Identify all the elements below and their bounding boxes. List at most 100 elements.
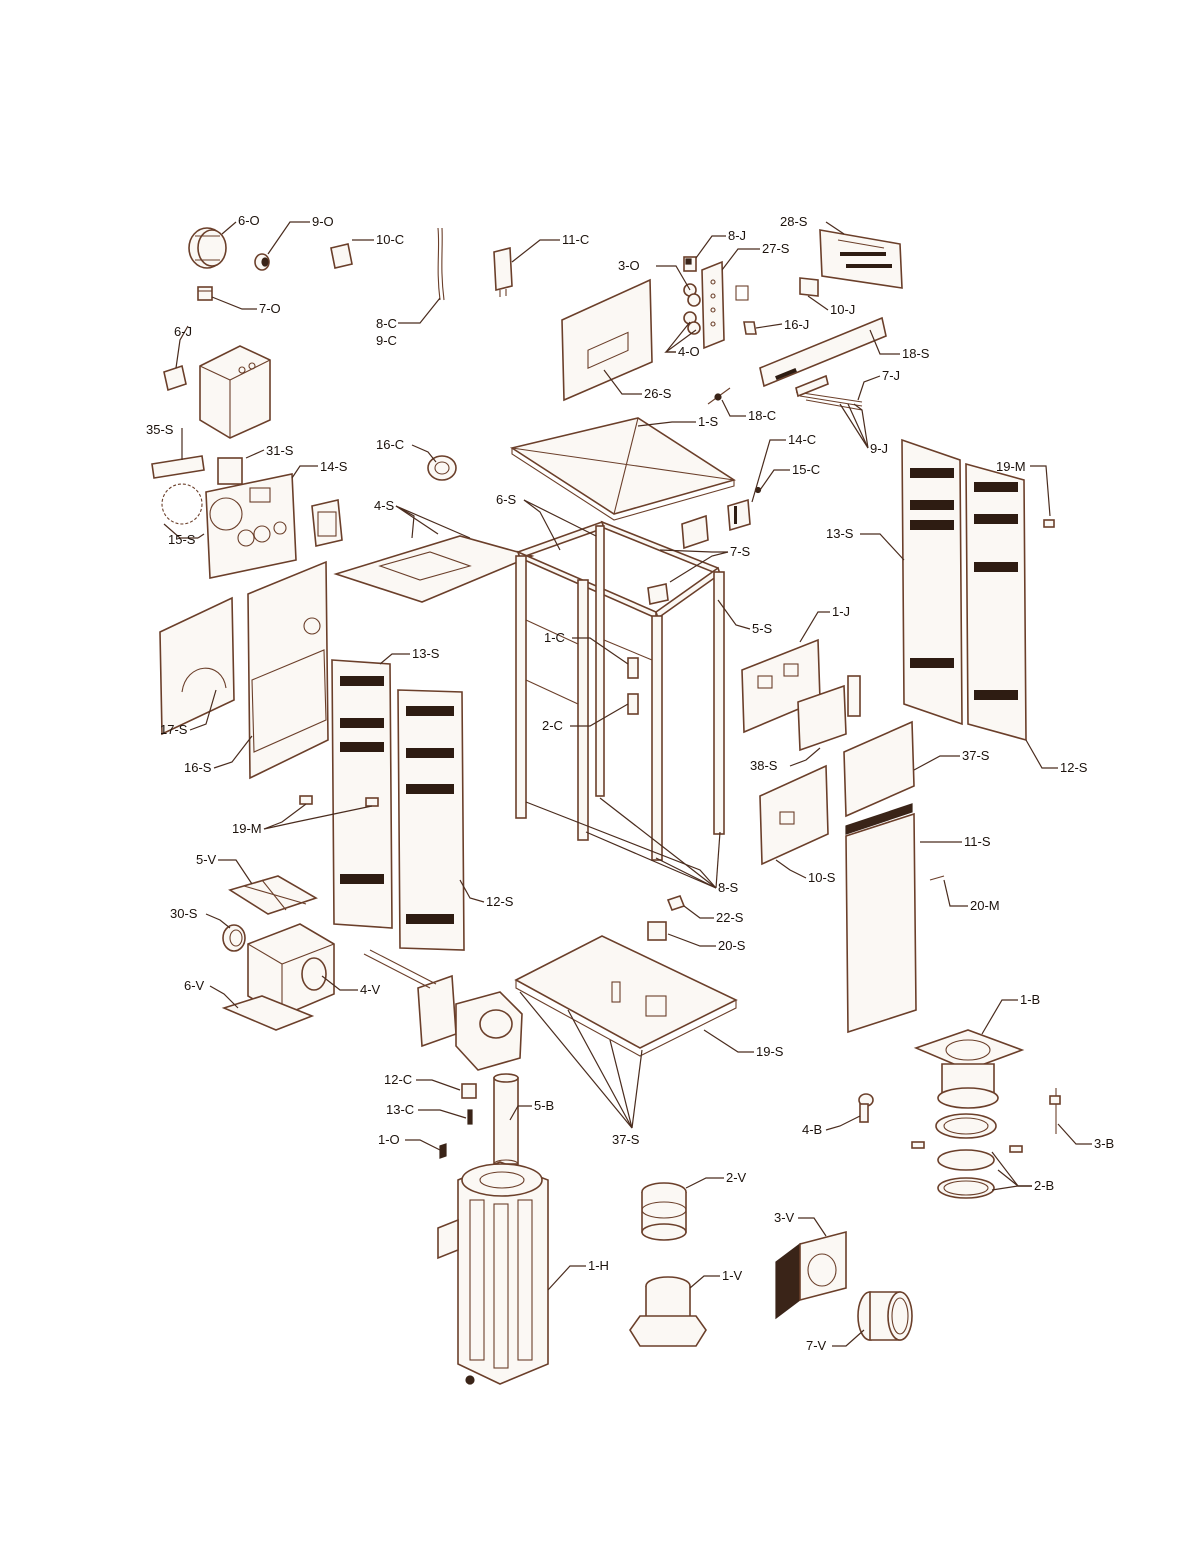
part-13-C-sensor — [467, 1109, 473, 1125]
callout-16-C: 16-C — [376, 437, 404, 452]
callout-8-J: 8-J — [728, 228, 746, 243]
part-35-S-strip — [151, 455, 205, 479]
callout-5-B: 5-B — [534, 1098, 554, 1113]
callout-11-C: 11-C — [562, 232, 589, 247]
part-27-S-bracket — [701, 260, 749, 350]
callout-12-S-left: 12-S — [486, 894, 514, 909]
callout-20-S: 20-S — [718, 938, 746, 953]
part-frame-assembly — [515, 520, 725, 861]
part-37-S-panel — [843, 720, 915, 818]
part-10-S-panel — [759, 764, 829, 866]
callout-14-S: 14-S — [320, 459, 348, 474]
part-4-V-blower-housing — [247, 923, 335, 1017]
part-10-C-block — [330, 243, 353, 269]
callout-1-C: 1-C — [544, 630, 565, 645]
part-20-M-clip — [929, 875, 945, 881]
callout-6-S: 6-S — [496, 492, 517, 507]
callout-9-C: 9-C — [376, 333, 397, 348]
callout-11-S: 11-S — [964, 834, 991, 849]
part-10-J-bracket — [799, 277, 819, 297]
callout-18-C: 18-C — [748, 408, 776, 423]
callout-1-V: 1-V — [722, 1268, 743, 1283]
callout-14-C: 14-C — [788, 432, 816, 447]
callout-1-H: 1-H — [588, 1258, 609, 1273]
part-8-C-wire — [437, 227, 445, 301]
callout-15-S: 15-S — [168, 532, 196, 547]
callout-28-S: 28-S — [780, 214, 808, 229]
callout-4-O: 4-O — [678, 344, 700, 359]
callout-20-M: 20-M — [970, 898, 1000, 913]
callout-27-S: 27-S — [762, 241, 790, 256]
callout-38-S: 38-S — [750, 758, 778, 773]
part-31-S-plate — [217, 457, 243, 485]
part-9-O-fitting — [254, 253, 270, 271]
part-13-S-right-panel — [901, 438, 963, 726]
callout-31-S: 31-S — [266, 443, 294, 458]
part-13-S-left-panel — [331, 659, 393, 929]
part-transformer-box — [311, 499, 343, 547]
part-16-J-clip — [743, 321, 757, 335]
part-18-C-sensor — [707, 387, 731, 405]
part-7-V-collar — [857, 1291, 913, 1341]
callout-9-O: 9-O — [312, 214, 334, 229]
callout-7-J: 7-J — [882, 368, 900, 383]
callout-30-S: 30-S — [170, 906, 198, 921]
part-7-J-harness — [795, 374, 863, 411]
part-small-bracket — [681, 514, 709, 550]
callout-4-B: 4-B — [802, 1122, 822, 1137]
part-12-C-pressure-switch — [461, 1083, 477, 1099]
callout-7-V: 7-V — [806, 1338, 827, 1353]
callout-16-J: 16-J — [784, 317, 809, 332]
part-19-M-right-handle — [1043, 519, 1055, 528]
part-1-H-heat-exchanger — [437, 1161, 549, 1385]
part-11-C-relay — [493, 246, 513, 297]
callout-10-J: 10-J — [830, 302, 855, 317]
callout-17-S: 17-S — [160, 722, 188, 737]
part-4-B-valve — [858, 1093, 874, 1123]
callout-10-S: 10-S — [808, 870, 836, 885]
callout-19-M-left: 19-M — [232, 821, 262, 836]
callout-12-S-right: 12-S — [1060, 760, 1088, 775]
part-3-V-vent-box — [775, 1230, 847, 1320]
callout-8-C: 8-C — [376, 316, 397, 331]
callout-2-C: 2-C — [542, 718, 563, 733]
part-1-B-flue-collar — [913, 1029, 1025, 1109]
callout-22-S: 22-S — [716, 910, 744, 925]
part-38-S-cover — [797, 684, 847, 752]
part-1-S-top-cover — [509, 417, 736, 521]
part-gas-valve — [363, 949, 523, 1071]
callout-26-S: 26-S — [644, 386, 672, 401]
part-4-S-inner-panel — [333, 535, 535, 603]
callout-16-S: 16-S — [184, 760, 212, 775]
part-15-S-gasket — [161, 483, 203, 525]
callout-5-S: 5-S — [752, 621, 773, 636]
callout-4-S: 4-S — [374, 498, 395, 513]
part-7-O-cube — [197, 286, 213, 301]
part-12-S-left-panel — [397, 689, 465, 951]
part-2-C-relay — [627, 693, 639, 715]
callout-13-C: 13-C — [386, 1102, 414, 1117]
callout-6-O: 6-O — [238, 213, 260, 228]
part-20-S-bracket — [647, 921, 667, 941]
callout-37-S-top: 37-S — [962, 748, 990, 763]
part-11-S-panel — [845, 803, 917, 1034]
callout-2-B: 2-B — [1034, 1178, 1054, 1193]
part-28-S-terminal-board — [819, 229, 903, 289]
part-30-S-ring — [222, 924, 246, 952]
part-17-S-panel — [159, 596, 235, 736]
callout-3-B: 3-B — [1094, 1136, 1114, 1151]
callout-1-J: 1-J — [832, 604, 850, 619]
part-5-B-tube — [493, 1073, 519, 1169]
part-22-S-clip — [666, 895, 686, 911]
callout-9-J: 9-J — [870, 441, 888, 456]
callout-2-V: 2-V — [726, 1170, 747, 1185]
part-5-V-filter-frame — [228, 875, 318, 915]
part-12-S-right-panel — [965, 462, 1027, 742]
callout-1-S: 1-S — [698, 414, 719, 429]
callout-1-O: 1-O — [378, 1132, 400, 1147]
part-1-V-vent-adapter — [629, 1276, 707, 1347]
callout-labels: 6-O 9-O 10-C 7-O 8-C 9-C 11-C 8-J 27-S 2… — [146, 213, 1114, 1353]
callout-7-S: 7-S — [730, 544, 751, 559]
callout-15-C: 15-C — [792, 462, 820, 477]
part-3-B-sensor — [1049, 1088, 1061, 1134]
